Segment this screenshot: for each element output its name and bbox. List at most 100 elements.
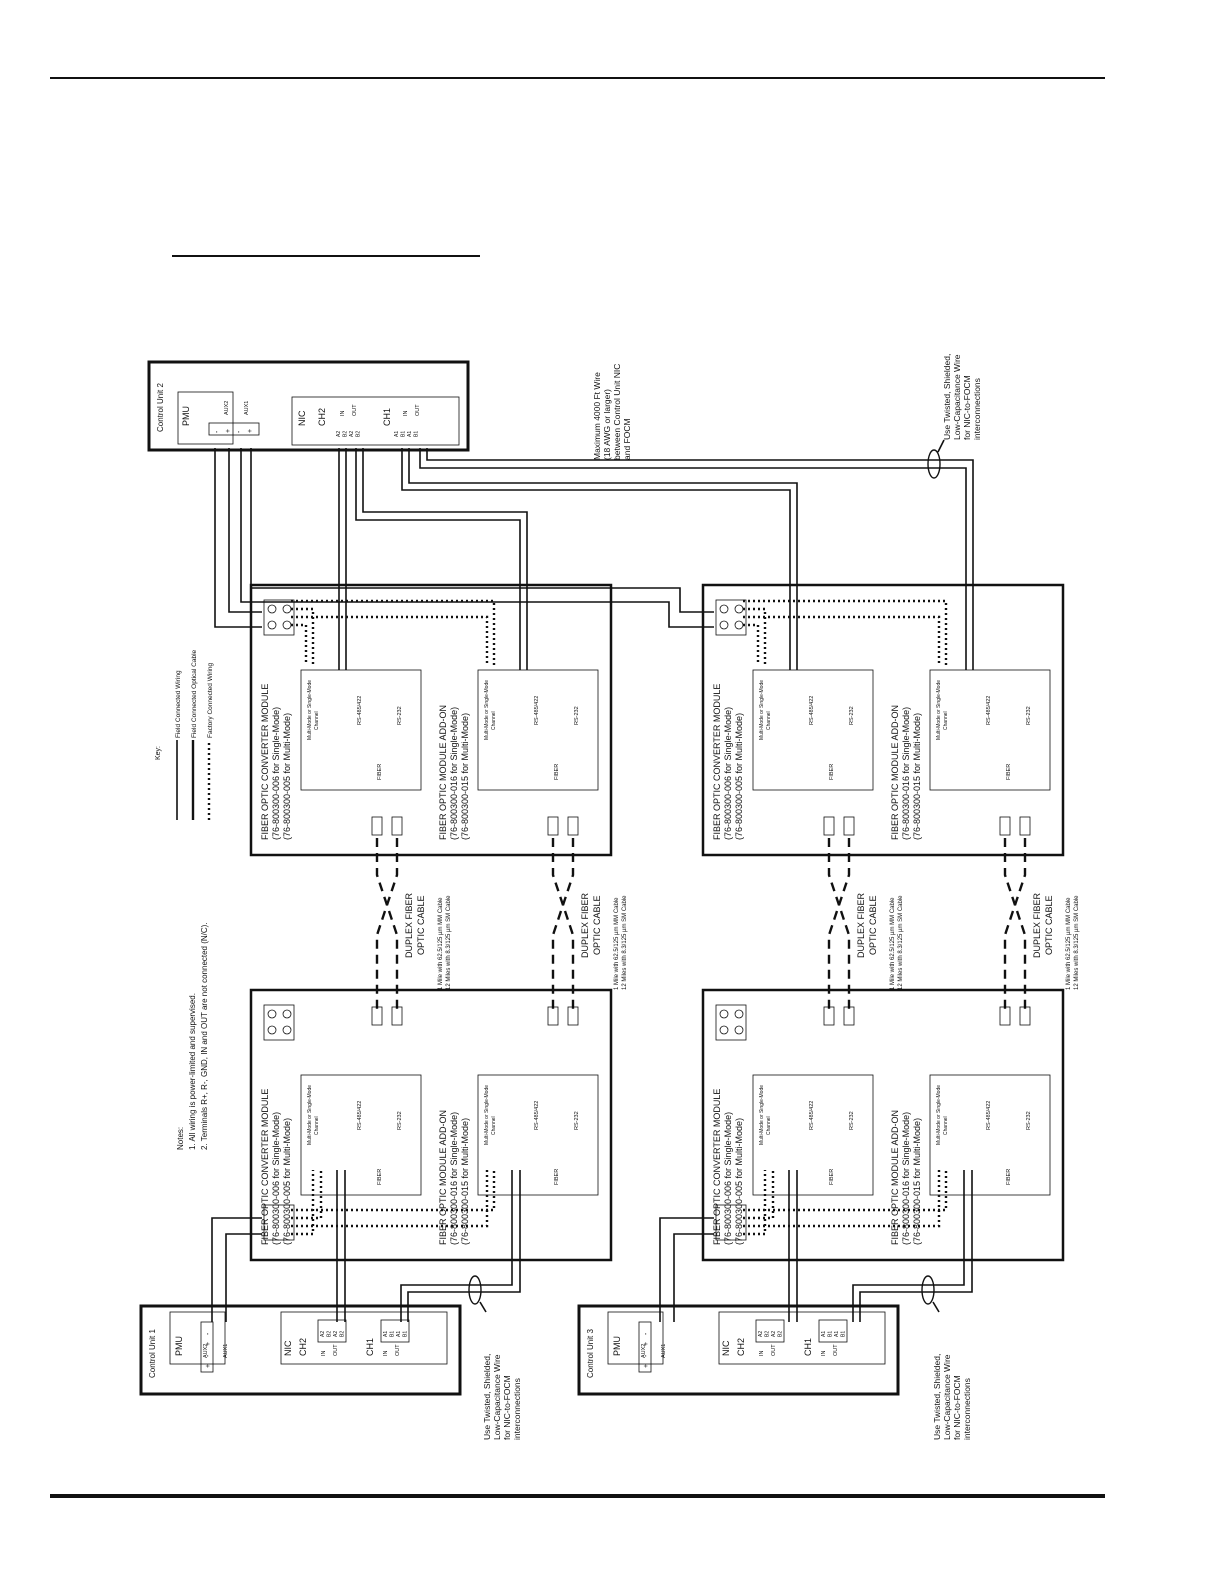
cable-label-2: OPTIC CABLE: [868, 895, 878, 955]
channel-label-2: Channel: [491, 1116, 497, 1135]
leader-line: [937, 439, 945, 453]
power-terminal-block: [715, 1204, 747, 1241]
channel-label: Multi-Mode or Single-Mode: [759, 1085, 765, 1145]
ch2-out-label: OUT: [771, 1344, 777, 1356]
wire-note-line: between Control Unit NIC: [612, 364, 622, 460]
fiber-connector: [1019, 816, 1031, 836]
focm-title: FIBER OPTIC CONVERTER MODULE: [260, 684, 270, 840]
polarity-label: +: [643, 1342, 650, 1346]
aux-terminal-block: [638, 1321, 652, 1373]
key-factory: Factory Connected Wiring: [207, 662, 214, 738]
polarity-label: -: [205, 1354, 212, 1357]
focm-part-sm: (76-800300-006 for Single-Mode): [723, 1112, 733, 1245]
rs232-label: RS-232: [397, 706, 403, 725]
terminal-screw: [734, 604, 744, 614]
aux1-label: AUX1: [661, 1344, 667, 1358]
polarity-label: +: [225, 429, 232, 433]
terminal-screw: [267, 1009, 277, 1019]
terminal-screw: [282, 1009, 292, 1019]
factory-wire: [291, 1170, 323, 1220]
aux-terminal-block: [200, 1321, 214, 1373]
factory-wire: [291, 599, 496, 665]
fiber-strand: [827, 838, 851, 1010]
control-unit-title: Control Unit 3: [586, 1329, 595, 1378]
footer-rule: [50, 1494, 1105, 1498]
power-wire: [250, 448, 714, 613]
cable-spec-1: 1 Mile with 62.5/125 µm MM Cable: [614, 897, 620, 990]
ch2-label: CH2: [317, 408, 327, 426]
rs232-label: RS-232: [1026, 706, 1032, 725]
module-enclosure: [701, 988, 1065, 1262]
ch2-pin-label: A2: [349, 431, 355, 437]
channel-label: Multi-Mode or Single-Mode: [484, 1085, 490, 1145]
ch2-in-label: IN: [340, 410, 346, 416]
factory-wire: [291, 615, 489, 665]
ch1-label: CH1: [365, 1338, 375, 1356]
fiber-connector: [547, 816, 559, 836]
power-terminal-block: [263, 599, 295, 636]
terminal-screw: [282, 620, 292, 630]
data-wire: [400, 1170, 513, 1322]
control-unit-2-title: Control Unit 2: [156, 383, 165, 432]
ch1-pin-label: A1: [396, 1331, 402, 1337]
focm-part-sm: (76-800300-006 for Single-Mode): [271, 1112, 281, 1245]
addon-title: FIBER OPTIC MODULE ADD-ON: [438, 1110, 448, 1245]
leader-line: [479, 1301, 487, 1313]
cable-spec-2: 12 Miles with 8.3/125 µm SM Cable: [898, 895, 904, 990]
twisted-note-line: interconnections: [512, 1378, 522, 1440]
ch1-out-label: OUT: [833, 1344, 839, 1356]
rs232-label: RS-232: [1026, 1111, 1032, 1130]
module-enclosure: [249, 988, 613, 1262]
fiber-connector: [999, 816, 1011, 836]
ch2-pin-label: B2: [340, 1331, 346, 1337]
addon-part-mm: (76-800300-015 for Multi-Mode): [912, 713, 922, 840]
cable-spec-2: 12 Miles with 8.3/125 µm SM Cable: [622, 895, 628, 990]
focm-part-mm: (76-800300-005 for Multi-Mode): [734, 1118, 744, 1245]
focm-card: [752, 669, 874, 791]
power-terminal-block: [263, 1004, 295, 1041]
nic-label: NIC: [721, 1340, 731, 1356]
note-1: 1. All wiring is power-limited and super…: [188, 993, 197, 1150]
power-terminal-block: [715, 599, 747, 636]
factory-wire: [743, 1170, 767, 1236]
aux1-label: AUX1: [244, 401, 250, 415]
focm-title: FIBER OPTIC CONVERTER MODULE: [260, 1089, 270, 1245]
channel-label-2: Channel: [766, 711, 772, 730]
fiber-connector: [843, 816, 855, 836]
fiber-strand: [551, 838, 575, 1010]
pmu-section: [169, 1311, 226, 1365]
pmu-label: PMU: [181, 406, 191, 426]
note-2: 2. Terminals R+, R-, GND, IN and OUT are…: [200, 922, 209, 1150]
twisted-note-line: Low-Capacitance Wire: [492, 1354, 502, 1440]
terminal-screw: [719, 1009, 729, 1019]
factory-wire: [743, 615, 941, 665]
rs232-label: RS-232: [849, 706, 855, 725]
rs485-label: RS-485/422: [809, 696, 815, 725]
twisted-note-line: for NIC-to-FOCM: [952, 1375, 962, 1440]
polarity-label: -: [214, 430, 221, 433]
ch1-in-label: IN: [403, 410, 409, 416]
wire-note-line: Maximum 4000 Ft Wire: [592, 372, 602, 460]
ch1-pin-label: B1: [841, 1331, 847, 1337]
ch1-pin-label: A1: [394, 431, 400, 437]
terminal-screw: [719, 620, 729, 630]
ch1-pin-label: B1: [403, 1331, 409, 1337]
nic-section: [291, 396, 460, 446]
focm-card: [300, 669, 422, 791]
data-wire: [408, 448, 798, 670]
control-unit-2-box: [147, 360, 470, 452]
channel-label: Multi-Mode or Single-Mode: [484, 680, 490, 740]
ch1-pin-label: B1: [401, 431, 407, 437]
control-unit-box: [577, 1304, 900, 1396]
shield-bundle-marker: [468, 1275, 482, 1305]
factory-wire: [291, 607, 315, 665]
nic-section: [718, 1311, 886, 1365]
shield-bundle-marker: [921, 1275, 935, 1305]
addon-card: [929, 1074, 1051, 1196]
terminal-screw: [282, 604, 292, 614]
channel-label: Multi-Mode or Single-Mode: [936, 1085, 942, 1145]
pmu-section: [177, 391, 234, 445]
ch2-pin-label: A2: [320, 1331, 326, 1337]
rs485-label: RS-485/422: [357, 1101, 363, 1130]
